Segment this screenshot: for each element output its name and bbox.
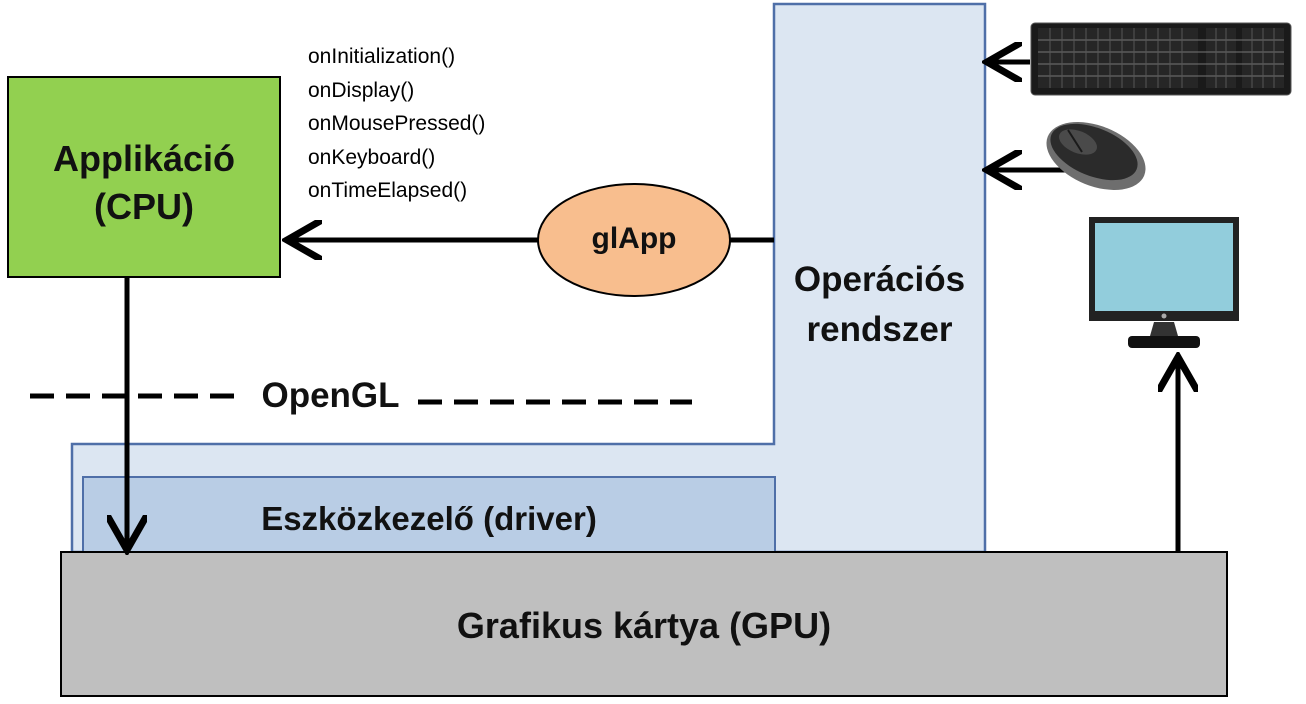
opengl-label: OpenGL — [261, 376, 400, 415]
application-label-line1: Applikáció — [52, 138, 236, 179]
driver-box: Eszközkezelő (driver) — [82, 476, 776, 556]
application-box: Applikáció (CPU) — [7, 76, 281, 278]
glapp-label: glApp — [591, 222, 677, 255]
callback-list: onInitialization() onDisplay() onMousePr… — [308, 40, 485, 208]
application-label-line2: (CPU) — [94, 186, 194, 227]
callback-item: onKeyboard() — [308, 145, 436, 169]
os-label-line1: Operációs — [793, 260, 966, 299]
callback-item: onTimeElapsed() — [308, 179, 468, 202]
keyboard-icon — [1030, 22, 1292, 96]
callback-item: onDisplay() — [308, 78, 415, 102]
driver-label: Eszközkezelő (driver) — [261, 500, 597, 537]
monitor-icon — [1089, 217, 1239, 348]
os-label-line2: rendszer — [806, 310, 953, 349]
gpu-box: Grafikus kártya (GPU) — [60, 551, 1228, 697]
callback-item: onInitialization() — [308, 45, 456, 68]
callback-item: onMousePressed() — [308, 112, 486, 135]
gpu-label: Grafikus kártya (GPU) — [456, 605, 832, 646]
mouse-icon — [1046, 122, 1146, 190]
glapp-ellipse — [537, 183, 731, 297]
